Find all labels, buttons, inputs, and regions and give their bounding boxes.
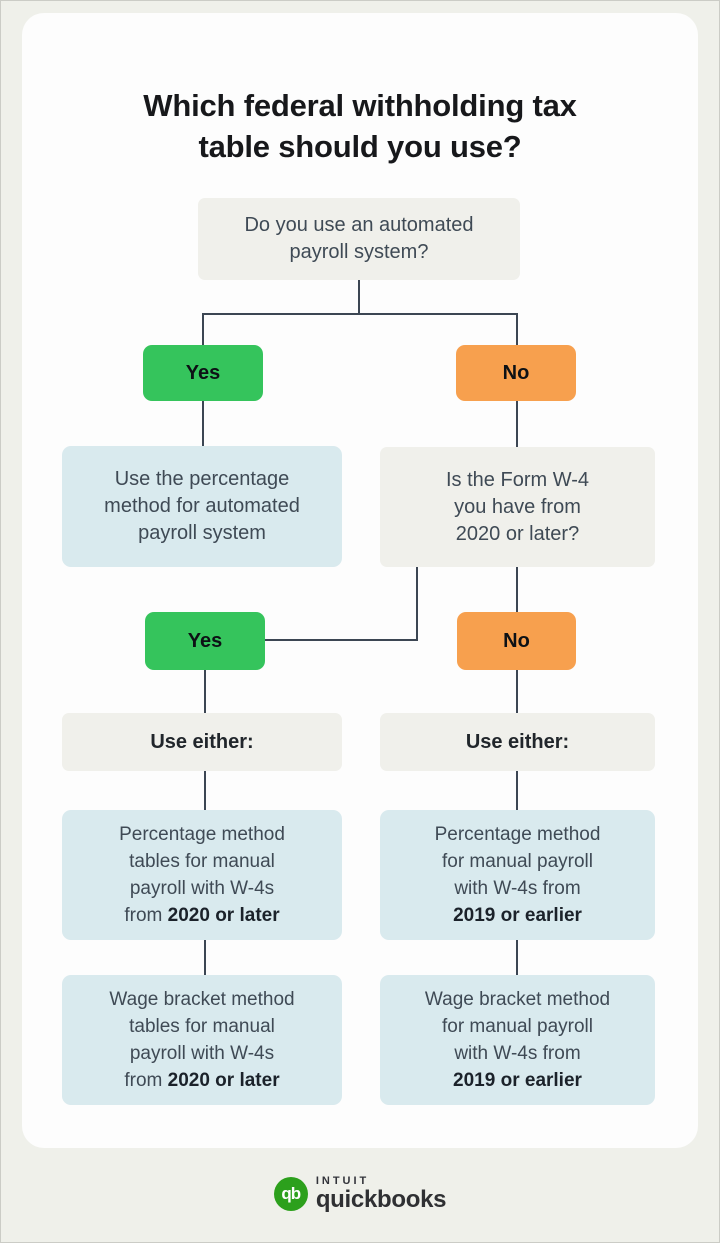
connector-branch1-horizontal <box>202 313 518 315</box>
use-either-left-label: Use either: <box>150 730 254 753</box>
branch1-no-badge: No <box>456 345 576 401</box>
intuit-wordmark: INTUIT <box>315 1175 370 1187</box>
wage-bracket-2019-text: Wage bracket method for manual payroll w… <box>424 989 611 1091</box>
connector-q1-stem <box>358 280 360 314</box>
percentage-method-2020-text: Percentage method tables for manual payr… <box>119 824 285 926</box>
brand-wordmark: INTUIT quickbooks <box>315 1175 447 1213</box>
wage-bracket-2019-box: Wage bracket method for manual payroll w… <box>380 975 655 1105</box>
quickbooks-wordmark: quickbooks <box>315 1186 447 1213</box>
branch2-yes-badge: Yes <box>145 612 265 670</box>
connector-left-either-down <box>204 771 206 810</box>
branch1-no-label: No <box>502 361 530 384</box>
branch2-no-badge: No <box>457 612 576 670</box>
connector-q2-yes-vertical <box>416 567 418 641</box>
branch1-yes-label: Yes <box>185 361 221 384</box>
percentage-method-automated-text: Use the percentage method for automated … <box>104 468 300 544</box>
wage-bracket-2020-box: Wage bracket method tables for manual pa… <box>62 975 342 1105</box>
connector-q2-yes-horizontal <box>258 639 418 641</box>
quickbooks-logo-icon: qb <box>273 1177 308 1211</box>
question-w4-year-text: Is the Form W-4 you have from 2020 or la… <box>446 468 589 545</box>
percentage-method-2019-text: Percentage method for manual payroll wit… <box>434 824 601 926</box>
quickbooks-logo-mark: qb <box>281 1184 301 1203</box>
connector-left-options <box>204 940 206 975</box>
page-title: Which federal withholding tax table shou… <box>143 87 577 164</box>
use-either-right-label: Use either: <box>465 730 570 753</box>
quickbooks-logo: qb INTUIT quickbooks <box>0 1176 720 1212</box>
percentage-method-2020-box: Percentage method tables for manual payr… <box>62 810 342 940</box>
connector-right-either-down <box>516 771 518 810</box>
connector-right-options <box>516 940 518 975</box>
branch2-no-label: No <box>503 629 530 652</box>
question-w4-year-box: Is the Form W-4 you have from 2020 or la… <box>380 447 655 567</box>
question-automated-payroll-box: Do you use an automated payroll system? <box>198 198 520 280</box>
use-either-left-box: Use either: <box>62 713 342 771</box>
percentage-method-2019-box: Percentage method for manual payroll wit… <box>380 810 655 940</box>
branch1-yes-badge: Yes <box>143 345 263 401</box>
question-automated-payroll-text: Do you use an automated payroll system? <box>244 214 474 263</box>
connector-yes2-down <box>204 670 206 713</box>
branch2-yes-label: Yes <box>187 629 223 652</box>
percentage-method-automated-box: Use the percentage method for automated … <box>62 446 342 567</box>
use-either-right-box: Use either: <box>380 713 655 771</box>
wage-bracket-2020-text: Wage bracket method tables for manual pa… <box>109 989 295 1091</box>
